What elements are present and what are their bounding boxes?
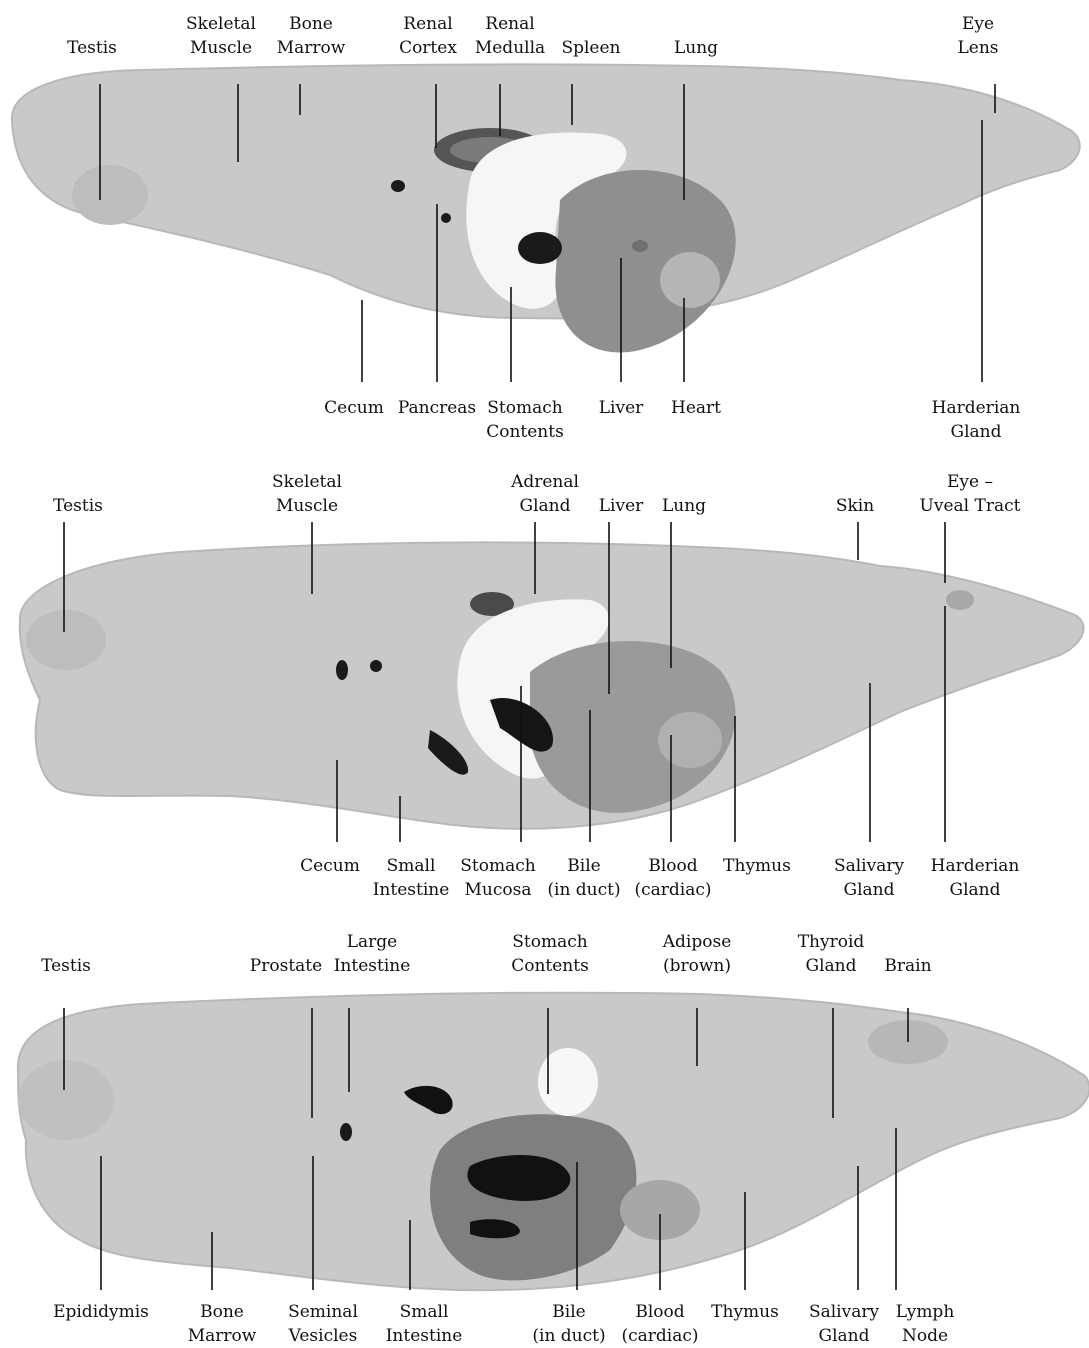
organ-label: LymphNode (855, 1300, 995, 1348)
label-line: Thyroid (761, 930, 901, 954)
organ-label: Adipose(brown) (627, 930, 767, 978)
label-line: (brown) (627, 954, 767, 978)
label-line: Intestine (302, 954, 442, 978)
organ-label: Testis (0, 954, 136, 978)
label-line: Small (354, 1300, 494, 1324)
label-line: Lymph (855, 1300, 995, 1324)
label-line: Stomach (480, 930, 620, 954)
label-line: Brain (838, 954, 978, 978)
label-line: Contents (480, 954, 620, 978)
label-line: (cardiac) (590, 1324, 730, 1348)
organ-label: Epididymis (31, 1300, 171, 1324)
label-line: Large (302, 930, 442, 954)
label-line: Adipose (627, 930, 767, 954)
organ-label: SmallIntestine (354, 1300, 494, 1348)
organ-label: LargeIntestine (302, 930, 442, 978)
tissue-region (18, 1060, 114, 1140)
label-line: Node (855, 1324, 995, 1348)
tissue-region (538, 1048, 598, 1116)
tissue-region (340, 1123, 352, 1141)
label-line: Testis (0, 954, 136, 978)
label-line: Epididymis (31, 1300, 171, 1324)
label-line: Intestine (354, 1324, 494, 1348)
organ-label: StomachContents (480, 930, 620, 978)
organ-label: Brain (838, 954, 978, 978)
